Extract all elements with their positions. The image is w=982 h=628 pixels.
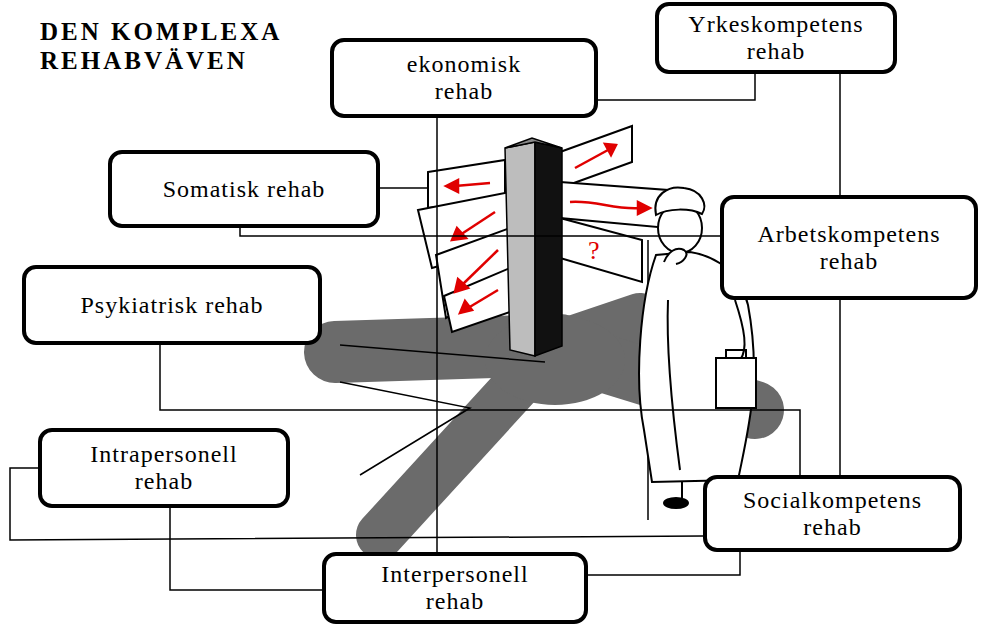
connector-line bbox=[240, 228, 720, 236]
sign-post-top bbox=[505, 138, 562, 148]
arrow-head bbox=[446, 180, 458, 192]
box-label: Socialkompetens rehab bbox=[723, 487, 943, 541]
arrow-head bbox=[638, 202, 650, 214]
briefcase bbox=[716, 358, 756, 408]
connector-line bbox=[839, 300, 841, 475]
sign-label: ? bbox=[588, 238, 600, 264]
sign-board bbox=[444, 268, 510, 332]
person-hand bbox=[664, 249, 686, 264]
rehab-box: Arbetskompetens rehab bbox=[720, 195, 978, 300]
box-label: Arbetskompetens rehab bbox=[744, 221, 954, 275]
diagram-title: DEN KOMPLEXA REHABVÄVEN bbox=[40, 18, 340, 76]
rehab-box: Yrkeskompetens rehab bbox=[655, 2, 897, 74]
box-label: ekonomisk rehab bbox=[394, 51, 534, 105]
sign-board bbox=[560, 126, 632, 188]
sign-board bbox=[560, 218, 642, 282]
box-label: Yrkeskompetens rehab bbox=[671, 11, 881, 65]
person-shoe bbox=[664, 498, 688, 508]
red-arrows bbox=[446, 144, 650, 313]
arrow-shaft bbox=[570, 202, 640, 209]
sign-post bbox=[505, 142, 535, 356]
box-label: Intrapersonell rehab bbox=[64, 441, 264, 495]
person-leg bbox=[681, 482, 683, 500]
coat-fold bbox=[668, 300, 680, 470]
arrow-shaft bbox=[455, 183, 490, 186]
rehab-box: Interpersonell rehab bbox=[322, 552, 588, 624]
rehab-box: ekonomisk rehab bbox=[330, 38, 598, 118]
box-label: Interpersonell rehab bbox=[355, 561, 555, 615]
road-line bbox=[340, 382, 470, 475]
arrow-head bbox=[605, 144, 616, 155]
box-label: Somatisk rehab bbox=[124, 176, 364, 203]
arrow-head bbox=[452, 228, 466, 240]
briefcase-handle bbox=[726, 350, 746, 358]
connector-line bbox=[170, 508, 322, 590]
arrow-head bbox=[455, 279, 468, 292]
arrow-shaft bbox=[460, 212, 495, 235]
sign-board bbox=[560, 182, 668, 228]
arrow-head bbox=[460, 301, 472, 313]
person-hat bbox=[655, 187, 704, 215]
rehab-box: Socialkompetens rehab bbox=[703, 475, 962, 552]
arrow-shaft bbox=[468, 290, 498, 308]
rehab-box: Psykiatrisk rehab bbox=[22, 265, 322, 345]
box-label: Psykiatrisk rehab bbox=[37, 292, 307, 319]
sign-post-side bbox=[535, 142, 562, 356]
arrow-shaft bbox=[575, 150, 608, 168]
rehab-box: Somatisk rehab bbox=[108, 150, 380, 228]
connector-line bbox=[839, 74, 841, 195]
arrow-shaft bbox=[462, 250, 498, 285]
connector-line bbox=[588, 552, 740, 575]
rehab-box: Intrapersonell rehab bbox=[38, 428, 290, 508]
connector-line bbox=[436, 118, 438, 552]
connector-line bbox=[598, 74, 755, 100]
